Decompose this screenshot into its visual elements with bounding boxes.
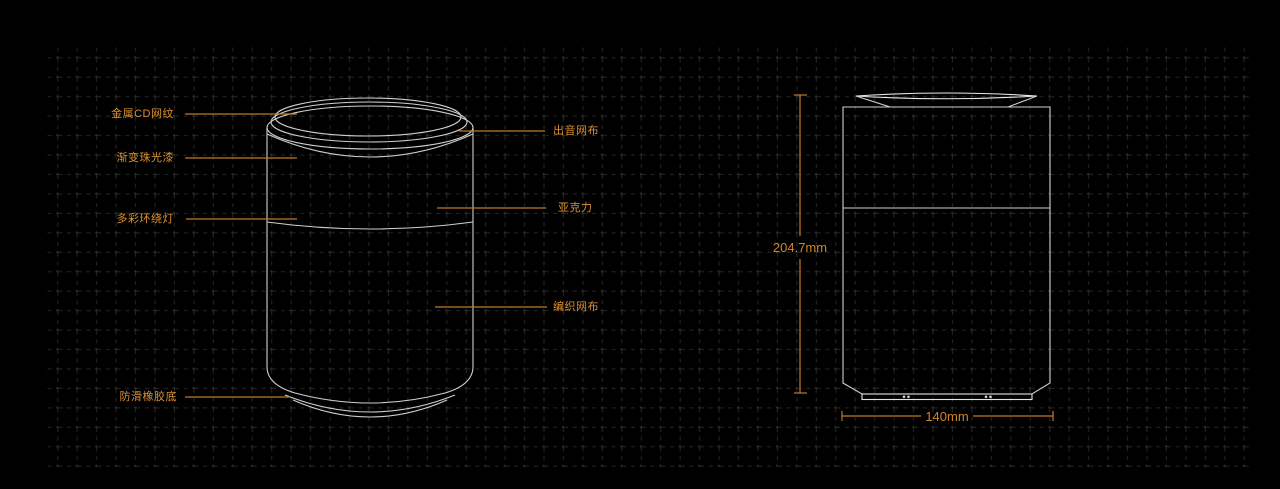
callout-woven-mesh: 编织网布 bbox=[553, 301, 599, 313]
width-dimension-label: 140mm bbox=[925, 409, 969, 424]
speaker-light-ring-seam bbox=[266, 221, 474, 230]
dimension-lines bbox=[794, 94, 1054, 421]
speaker-top-plate bbox=[274, 97, 462, 137]
callout-multicolor-ring-light: 多彩环绕灯 bbox=[116, 213, 174, 225]
elevation-base-feet bbox=[902, 395, 992, 399]
callout-leader-lines bbox=[185, 113, 547, 398]
callout-gradient-pearl-paint: 渐变珠光漆 bbox=[116, 152, 174, 164]
elevation-top-disc bbox=[855, 92, 1038, 100]
height-dimension-label: 204.7mm bbox=[772, 240, 828, 255]
callout-sound-mesh: 出音网布 bbox=[553, 125, 599, 137]
elevation-neck-right bbox=[1007, 95, 1038, 108]
left-speaker-drawing bbox=[266, 97, 474, 418]
speaker-base-ring-1 bbox=[284, 394, 456, 413]
speaker-body-outline bbox=[266, 127, 474, 404]
elevation-neck-left bbox=[855, 95, 891, 108]
callout-anti-slip-rubber-base: 防滑橡胶底 bbox=[119, 391, 177, 403]
elevation-body bbox=[842, 106, 1051, 395]
speaker-top-rim-outer bbox=[266, 105, 474, 150]
callout-acrylic: 亚克力 bbox=[558, 202, 593, 214]
right-speaker-drawing bbox=[842, 92, 1051, 401]
callout-metal-cd-texture: 金属CD网纹 bbox=[111, 108, 174, 120]
elevation-base-plate bbox=[861, 393, 1033, 401]
speaker-base-ring-2 bbox=[292, 399, 448, 418]
speaker-rim-lower-edge bbox=[266, 133, 474, 158]
speaker-top-rim-inner bbox=[270, 101, 468, 143]
